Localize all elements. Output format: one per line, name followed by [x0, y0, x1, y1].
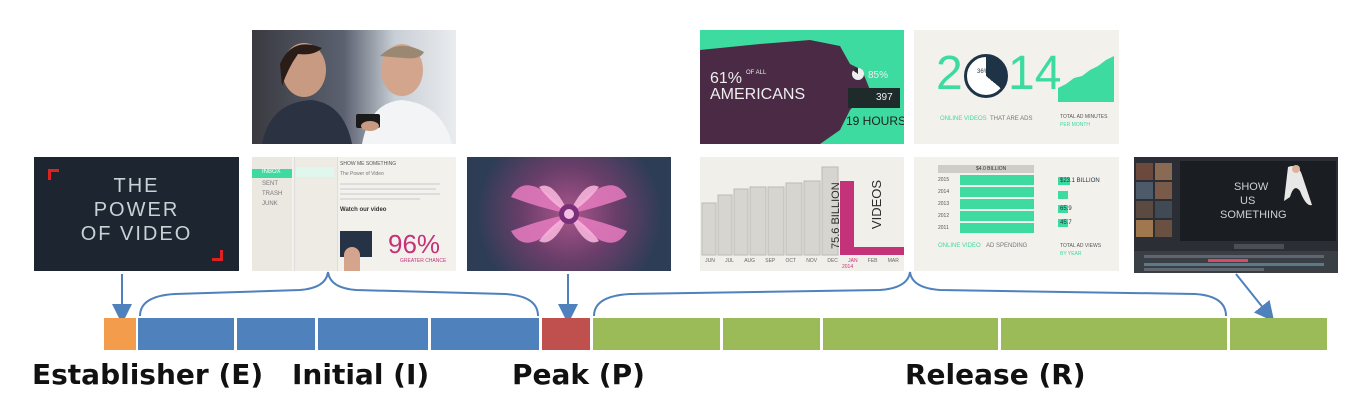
couple-illustration	[262, 43, 452, 144]
finger	[344, 247, 360, 271]
month-tick: DEC	[827, 258, 838, 264]
month-tick: SEP	[765, 258, 776, 264]
year-caption-teal: ONLINE VIDEOS	[940, 116, 987, 122]
editor-title-line2: US	[1240, 195, 1256, 207]
map-americans: AMERICANS	[710, 86, 806, 103]
editor-title-line1: SHOW	[1234, 181, 1269, 193]
initial-segment	[138, 318, 234, 350]
email-sidebar-item: INBOX	[262, 169, 281, 175]
email-header: SHOW ME SOMETHING	[340, 161, 397, 167]
adspend-year: 2014	[938, 189, 950, 195]
adspend-caption-right: TOTAL AD VIEWS	[1060, 243, 1102, 249]
year-digit-right: 14	[1008, 47, 1062, 100]
email-stat-caption: GREATER CHANCE	[400, 258, 447, 264]
adspend-right-values: $23.1 BILLION 65.9 45.7	[1058, 177, 1114, 237]
label-initial: Initial (I)	[292, 358, 430, 391]
adspend-right-value: $23.1 BILLION	[1060, 178, 1100, 184]
adspend-year: 2015	[938, 177, 950, 183]
year-pie-label: 36%	[977, 69, 990, 75]
editor-media-bin	[1134, 161, 1174, 239]
month-tick: AUG	[744, 258, 756, 264]
power-title-line2: POWER	[93, 199, 180, 221]
email-body-heading: Watch our video	[340, 207, 387, 213]
thumbnail-billion-bars: 75.6 BILLION VIDEOS JUN JUL AUG SEP OCT …	[700, 157, 904, 271]
initial-segment	[318, 318, 428, 350]
thumbnail-email-app: INBOX SENT TRASH JUNK SHOW ME SOMETHING …	[252, 157, 456, 271]
power-title-line1: THE	[113, 175, 160, 197]
release-brace	[593, 271, 1227, 317]
month-tick: MAR	[887, 258, 899, 264]
thumbnail-kaleidoscope	[467, 157, 671, 271]
month-tick: OCT	[785, 258, 797, 264]
thumbnail-ad-spending: $4.0 BILLION 2015 2014 2013 2012 2011 $2…	[914, 157, 1119, 271]
editor-playback-controls	[1234, 244, 1284, 249]
map-hours: 19 HOURS	[846, 114, 904, 128]
adspend-year: 2011	[938, 225, 949, 231]
map-pie-chart	[852, 68, 864, 80]
billion-month-axis: JUN JUL AUG SEP OCT NOV DEC JAN FEB MAR	[700, 258, 904, 266]
adspend-year: 2012	[938, 213, 950, 219]
editor-preview: SHOW US SOMETHING	[1180, 161, 1336, 241]
initial-segment	[431, 318, 539, 350]
release-segment	[1001, 318, 1227, 350]
billion-year: 2014	[842, 264, 854, 270]
email-sidebar-item: SENT	[262, 181, 279, 187]
adspend-caption-teal: ONLINE VIDEO	[938, 243, 981, 249]
year-pie-chart	[964, 54, 1008, 98]
thumbnail-video-editor: SHOW US SOMETHING	[1134, 157, 1338, 273]
thumbnail-us-map: 61% OF ALL AMERICANS 85% 397 19 HOURS	[700, 30, 904, 144]
initial-segment	[237, 318, 315, 350]
release-segment	[723, 318, 820, 350]
label-release: Release (R)	[905, 358, 1086, 391]
email-sidebar-inbox	[252, 169, 292, 178]
label-peak: Peak (P)	[512, 358, 645, 391]
label-establisher: Establisher (E)	[32, 358, 264, 391]
initial-brace	[139, 271, 539, 317]
email-subject: The Power of Video	[340, 171, 384, 177]
thumbnail-power-of-video: THE POWER OF VIDEO	[34, 157, 239, 271]
year-area-chart	[1058, 56, 1114, 102]
map-count: 397	[876, 92, 893, 103]
power-title-line3: OF VIDEO	[80, 223, 193, 245]
month-tick: NOV	[806, 258, 818, 264]
map-pie-label: 85%	[868, 70, 889, 81]
month-tick: JUL	[725, 258, 734, 264]
email-sidebar-item: JUNK	[262, 201, 278, 207]
editor-title-line3: SOMETHING	[1220, 209, 1287, 221]
billion-videos: VIDEOS	[869, 179, 885, 230]
email-stat: 96%	[388, 229, 441, 259]
release-segment	[1230, 318, 1327, 350]
month-tick: JUN	[705, 258, 715, 264]
month-tick: JAN	[848, 258, 858, 264]
editor-timeline	[1134, 251, 1338, 273]
adspend-header: $4.0 BILLION	[976, 166, 1007, 172]
kaleidoscope-graphic	[511, 185, 627, 243]
establisher-segment	[104, 318, 136, 350]
adspend-caption-rest: AD SPENDING	[986, 243, 1028, 249]
thumbnail-couple-photo	[252, 30, 456, 144]
email-sidebar-item: TRASH	[262, 191, 283, 197]
month-tick: FEB	[867, 258, 878, 264]
year-caption-right-sub: PER MONTH	[1060, 122, 1090, 128]
release-segment	[823, 318, 998, 350]
map-of-all: OF ALL	[746, 70, 767, 76]
billion-bar-graphic	[701, 166, 904, 256]
map-percent: 61%	[710, 70, 743, 87]
peak-segment	[542, 318, 590, 350]
adspend-year: 2013	[938, 201, 950, 207]
billion-highlight: 75.6 BILLION	[830, 182, 842, 249]
adspend-right-value: 65.9	[1060, 206, 1072, 212]
release-segment	[593, 318, 720, 350]
acrobat-figure	[1284, 165, 1312, 206]
year-caption-rest: THAT ARE ADS	[990, 116, 1033, 122]
adspend-right-value: 45.7	[1060, 220, 1072, 226]
adspend-caption-right-sub: BY YEAR	[1060, 251, 1082, 257]
year-digit-left: 2	[936, 47, 963, 100]
thumbnail-year-2014: 2 36% 14 ONLINE VIDEOS THAT ARE ADS TOTA…	[914, 30, 1119, 144]
year-caption-right: TOTAL AD MINUTES	[1060, 114, 1108, 120]
us-map-shape	[700, 40, 870, 144]
release-end-arrow	[1235, 273, 1275, 322]
adspend-table: 2015 2014 2013 2012 2011	[938, 175, 1034, 233]
